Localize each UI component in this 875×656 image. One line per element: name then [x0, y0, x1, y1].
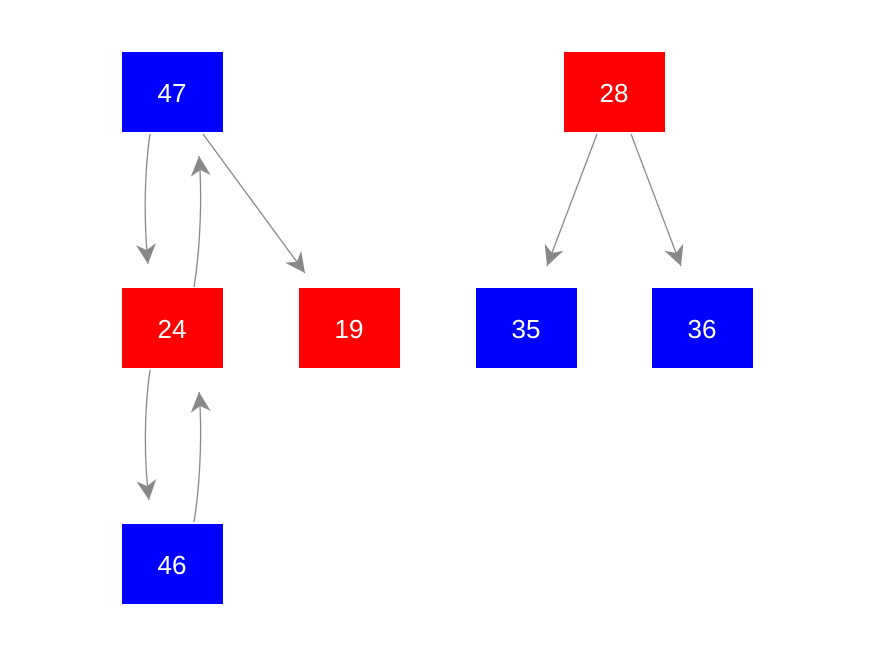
node-24: 24: [122, 288, 223, 368]
edge-28-to-35: [544, 133, 598, 267]
node-box: [122, 52, 223, 132]
edges: [136, 133, 684, 523]
edge-24-to-46: [136, 369, 157, 501]
node-19: 19: [299, 288, 400, 368]
node-label: 47: [158, 78, 187, 108]
node-label: 28: [600, 78, 629, 108]
node-label: 36: [688, 314, 717, 344]
node-47: 47: [122, 52, 223, 132]
node-box: [299, 288, 400, 368]
node-46: 46: [122, 524, 223, 604]
edge-47-to-24: [136, 133, 156, 265]
node-box: [122, 524, 223, 604]
edge-24-to-47: [190, 155, 211, 288]
node-box: [652, 288, 753, 368]
node-label: 35: [512, 314, 541, 344]
nodes: 47 24 19 46 28 35 36: [122, 52, 753, 604]
node-35: 35: [476, 288, 577, 368]
node-28: 28: [564, 52, 665, 132]
node-box: [564, 52, 665, 132]
edge-28-to-36: [630, 133, 684, 267]
node-label: 46: [158, 550, 187, 580]
node-label: 19: [335, 314, 364, 344]
node-36: 36: [652, 288, 753, 368]
edge-46-to-24: [190, 391, 211, 523]
edge-47-to-19: [202, 133, 306, 274]
node-label: 24: [158, 314, 187, 344]
node-box: [122, 288, 223, 368]
node-box: [476, 288, 577, 368]
